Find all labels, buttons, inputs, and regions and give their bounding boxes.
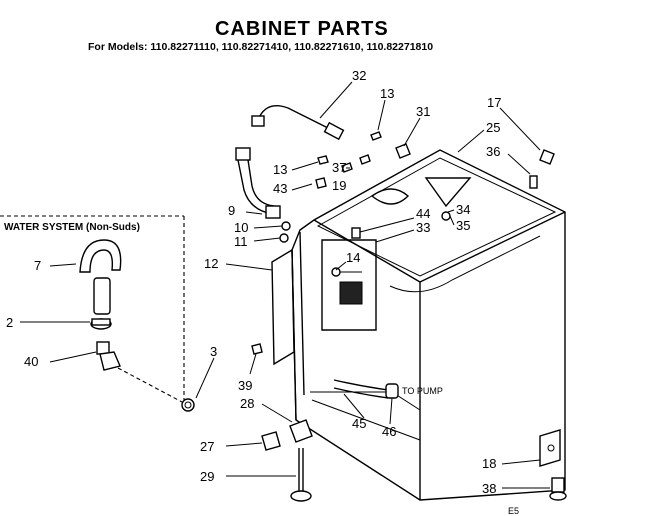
callout-18: 18 [482,456,496,471]
clip-31 [395,143,411,159]
washer-2 [90,318,112,330]
callout-37: 37 [332,160,346,175]
clamp-3 [181,398,195,412]
control-44-33-14 [321,227,377,331]
diagram-title: CABINET PARTS [215,18,389,40]
callout-27: 27 [200,439,214,454]
water-system-box: WATER SYSTEM (Non-Suds) [0,215,185,400]
screw-39 [251,343,263,355]
callout-46: 46 [382,424,396,439]
panel-12 [271,248,295,366]
callout-28: 28 [240,396,254,411]
callout-7: 7 [34,258,41,273]
callout-25: 25 [486,120,500,135]
water-system-title: WATER SYSTEM (Non-Suds) [4,222,140,233]
callout-numbers: 32 13 31 17 25 36 13 37 43 19 9 10 11 44… [6,68,519,516]
callout-3: 3 [210,344,217,359]
callout-36: 36 [486,144,500,159]
pump-hoses-45-46: TO PUMP [333,379,443,399]
callout-40: 40 [24,354,38,369]
callout-10: 10 [234,220,248,235]
callout-38: 38 [482,481,496,496]
models-line: For Models: 110.82271110, 110.82271410, … [88,41,433,53]
callout-11: 11 [234,234,248,249]
callout-17: 17 [487,95,501,110]
bracket-18 [539,429,561,467]
cabinet-body [291,149,566,501]
callout-43: 43 [273,181,287,196]
callout-45: 45 [352,416,366,431]
hose-7 [79,239,122,315]
callout-35: 35 [456,218,470,233]
screws-37-19-43 [315,154,410,205]
hose-9 [235,147,281,219]
leg-38 [549,477,567,501]
fastener-17 [539,149,555,165]
drawing-code: E5 [508,506,519,516]
callout-19: 19 [332,178,346,193]
elbow-40 [96,341,121,371]
callout-31: 31 [416,104,430,119]
callout-2: 2 [6,315,13,330]
callout-12: 12 [204,256,218,271]
callout-32: 32 [352,68,366,83]
callout-33: 33 [416,220,430,235]
callout-13: 13 [273,162,287,177]
callout-13: 13 [380,86,394,101]
callout-14: 14 [346,250,360,265]
fittings-10-11 [279,221,291,243]
callout-39: 39 [238,378,252,393]
leveling-parts-27-28-29 [261,419,313,502]
screw-13-top [370,131,382,141]
tube-32 [251,105,345,141]
callout-34: 34 [456,202,470,217]
to-pump-label: TO PUMP [402,386,443,396]
callout-9: 9 [228,203,235,218]
callout-44: 44 [416,206,430,221]
callout-29: 29 [200,469,214,484]
clip-36 [529,175,538,189]
leader-lines [20,81,550,489]
